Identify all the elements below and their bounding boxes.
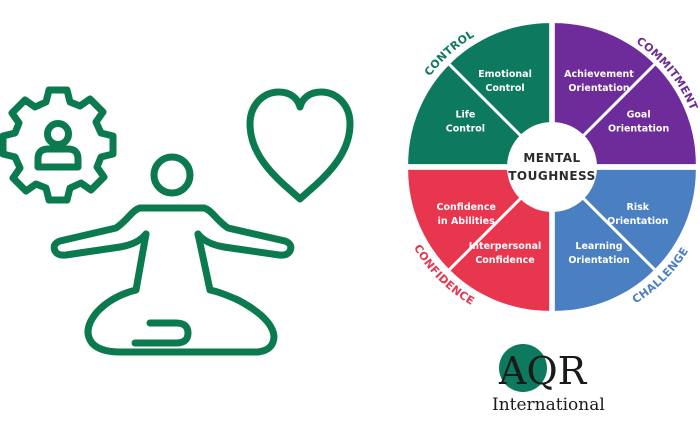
segment-label-achievement-orientation: Achievement (564, 69, 634, 80)
segment-label-risk-orientation: Risk (627, 202, 650, 213)
segment-labels-layer: EmotionalControlLifeControlAchievementOr… (437, 69, 670, 266)
logo-name: International (492, 395, 605, 415)
aqr-logo: AQR International (492, 344, 605, 415)
center-title-line-2: TOUGHNESS (508, 169, 596, 183)
segment-label-learning-orientation: Orientation (568, 255, 629, 266)
meditation-person-icon (50, 153, 295, 356)
logo-emblem (499, 344, 547, 392)
heart-icon (246, 88, 354, 203)
segment-label-emotional-control: Emotional (478, 69, 532, 80)
logo-letters: AQR (498, 349, 588, 393)
mental-toughness-wheel: MENTAL TOUGHNESS EmotionalControlLifeCon… (408, 23, 700, 311)
center-circle (507, 122, 597, 212)
illustration (0, 86, 354, 356)
segment-label-emotional-control: Control (485, 83, 524, 94)
segment-label-confidence-in-abilities: in Abilities (438, 216, 495, 227)
segment-label-interpersonal-confidence: Interpersonal (469, 241, 542, 252)
center-title-line-1: MENTAL (523, 151, 580, 165)
segment-label-risk-orientation: Orientation (607, 216, 668, 227)
gear-person-icon (0, 86, 117, 204)
segment-label-learning-orientation: Learning (575, 241, 622, 252)
segment-label-achievement-orientation: Orientation (568, 83, 629, 94)
segment-label-goal-orientation: Goal (627, 110, 651, 121)
segment-label-life-control: Control (446, 124, 485, 135)
segment-label-confidence-in-abilities: Confidence (437, 202, 496, 213)
segment-label-life-control: Life (455, 110, 475, 121)
segment-label-interpersonal-confidence: Confidence (475, 255, 534, 266)
segment-label-goal-orientation: Orientation (608, 124, 669, 135)
